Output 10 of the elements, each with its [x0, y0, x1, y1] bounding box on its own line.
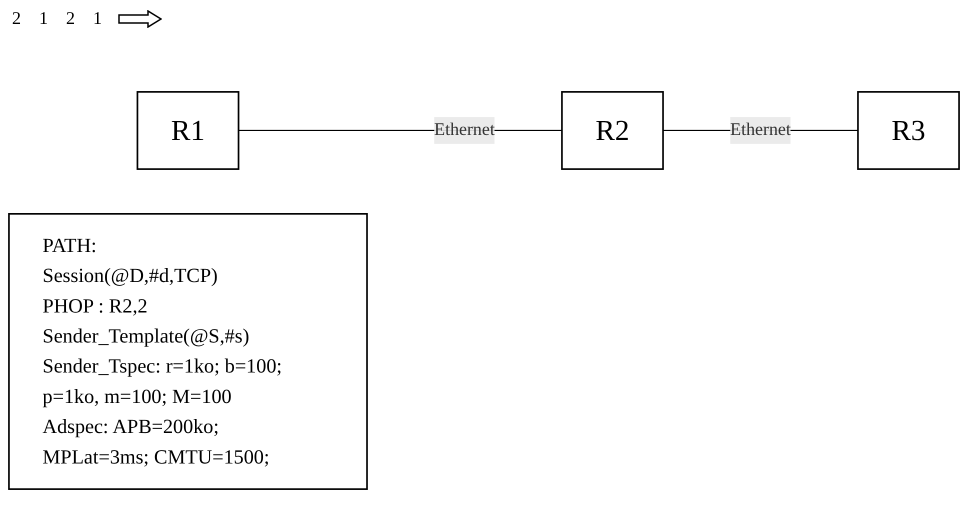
port-number: 1 — [38, 8, 49, 29]
node-box: R1 — [136, 91, 240, 170]
port-number: 2 — [11, 8, 22, 29]
port-number: 2 — [65, 8, 76, 29]
edge-label: Ethernet — [730, 120, 791, 140]
node-box: R2 — [561, 91, 664, 170]
edge-label: Ethernet — [434, 120, 495, 140]
node-box: R3 — [857, 91, 960, 170]
node-box: PATH: Session(@D,#d,TCP) PHOP : R2,2 Sender_Template(@S,#s) Sender_Tspec: r=1ko; b=100; p=1ko, m=100; M=100 Adspec: APB=200ko; MPLat=3ms; CMTU=1500; — [8, 213, 368, 490]
port-number: 1 — [92, 8, 103, 29]
